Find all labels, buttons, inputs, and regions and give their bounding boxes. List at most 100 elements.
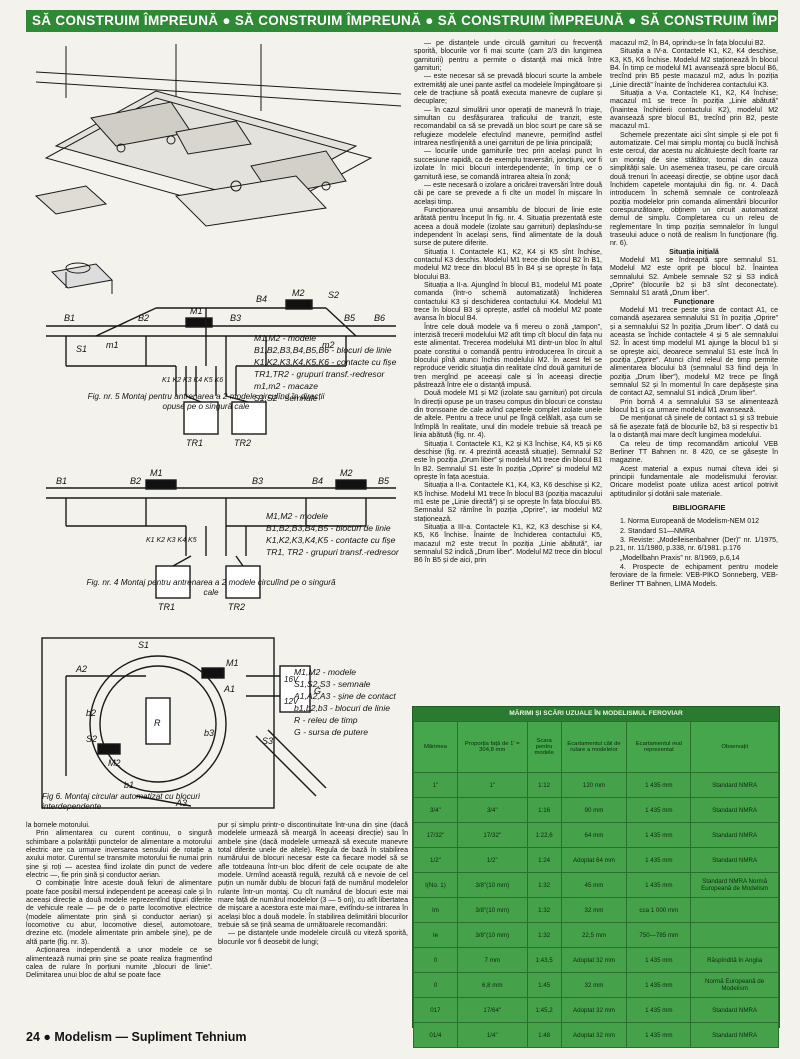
- table-cell: [690, 897, 779, 923]
- table-cell: 17/32": [456, 822, 528, 848]
- paragraph: la bornele motorului.: [26, 822, 90, 829]
- fig6-label-s2: S2: [86, 734, 97, 744]
- table-cell: 1/4": [456, 1022, 528, 1048]
- table-cell: 32 mm: [560, 972, 628, 998]
- paragraph: Situația a V-a. Contactele K1, K2, K4 în…: [610, 90, 778, 131]
- table-header-row: Mărimea Proporția față de 1' = 304,8 mm …: [413, 721, 779, 773]
- fig6-legend-item: R - releu de timp: [294, 715, 358, 725]
- subheading: Funcționare: [673, 298, 715, 306]
- fig5-label-mm2: m2: [322, 340, 335, 350]
- fig6-label-16v: 16V: [284, 675, 299, 684]
- paragraph: O combinație între aceste două feluri de…: [26, 880, 212, 946]
- paragraph: De menționat că șinele de contact s1 și …: [610, 415, 778, 440]
- fig6-label-a1: A1: [223, 684, 235, 694]
- fig6-label-a2: A2: [75, 664, 87, 674]
- catenary-illustration: [34, 44, 402, 294]
- bibliography-item: 4. Prospecte de echipament pentru modele…: [610, 563, 778, 588]
- table-cell: 1/2": [456, 847, 528, 873]
- fig6-label-m2: M2: [108, 758, 121, 768]
- bibliography-item: „Modellbahn Praxis” nr. 8/1969, p.6,14: [620, 554, 740, 562]
- fig6-label-m1: M1: [226, 658, 239, 668]
- paragraph: Situația a II-a. Ajungînd în blocul B1, …: [414, 281, 602, 323]
- table-cell: 1": [413, 772, 458, 798]
- banner-text: SĂ CONSTRUIM ÎMPREUNĂ ● SĂ CONSTRUIM ÎMP…: [32, 13, 778, 28]
- fig4-labels: B1 B2 B3 B4 B5 M1 M2 TR1 TR2 K1 K2 K3 K4…: [56, 468, 390, 612]
- table-cell: Adoptat 32 mm: [560, 1022, 628, 1048]
- table-cell: 1:32: [526, 872, 562, 898]
- table-cell: Normă Europeană de Modelism: [690, 972, 779, 998]
- table-cell: Standard NMRA: [690, 822, 779, 848]
- fig6-legend-item: A1,A2,A3 - șine de contact: [294, 691, 396, 701]
- fig4-caption: Fig. nr. 4 Montaj pentru antrenarea a 2 …: [86, 578, 336, 597]
- table-cell: 1": [456, 772, 528, 798]
- fig6-label-b1: b1: [124, 780, 134, 790]
- fig4-label-tr2: TR2: [228, 602, 245, 612]
- fig5-label-tr2: TR2: [234, 438, 251, 448]
- fig4-label-b3: B3: [252, 476, 263, 486]
- table-cell: 1:12: [526, 772, 562, 798]
- article-column-4: macazul m2, în B4, oprindu-se în fața bl…: [610, 40, 778, 590]
- fig5-legend-item: M1,M2 - modele: [254, 333, 317, 343]
- table-cell: 17/64": [456, 997, 528, 1023]
- table-cell: cca 1 000 mm: [626, 897, 692, 923]
- fig5-legend-item: m1,m2 - macaze: [254, 381, 318, 391]
- table-title: MĂRIMI ȘI SCĂRI UZUALE ÎN MODELISMUL FER…: [413, 707, 779, 721]
- table-cell: 1:24: [526, 847, 562, 873]
- table-cell: 1 435 mm: [626, 1022, 692, 1048]
- paragraph: Situația I. Contactele K1, K2, K4 și K5 …: [414, 248, 602, 281]
- paragraph: Situația I. Contactele K1, K2 și K3 înch…: [414, 440, 602, 481]
- table-cell: Adoptat 32 mm: [560, 947, 628, 973]
- table-cell: Ie: [413, 922, 458, 948]
- fig6-label-b2: b2: [86, 708, 96, 718]
- subheading: Situația inițială: [669, 248, 719, 256]
- table-cell: 1 435 mm: [626, 972, 692, 998]
- paragraph: Modelul M1 trece peste șina de contact A…: [610, 307, 778, 398]
- fig5-label-mm1: m1: [106, 340, 119, 350]
- paragraph: Modelul M1 se îndreaptă spre semnalul S1…: [610, 256, 778, 298]
- fig6-label-g: G: [314, 686, 321, 696]
- table-cell: 1 435 mm: [626, 947, 692, 973]
- fig6-label-12v: 12V: [284, 697, 299, 706]
- fig5-label-b5: B5: [344, 313, 356, 323]
- table-cell: 32 mm: [560, 897, 628, 923]
- fig4-label-m1: M1: [150, 468, 163, 478]
- table-cell: 3/4": [456, 797, 528, 823]
- paragraph: — este necesară o izolare a oricărei tra…: [414, 181, 602, 206]
- fig5-label-m1: M1: [190, 306, 203, 316]
- fig4-label-k: K1 K2 K3 K4 K5: [146, 537, 197, 544]
- scales-table-grid: Mărimea Proporția față de 1' = 304,8 mm …: [413, 721, 779, 1048]
- table-cell: 3/4": [413, 797, 458, 823]
- paragraph: Prin bornă 4 a semnalului S3 se alimente…: [610, 398, 778, 415]
- table-cell: 1 435 mm: [626, 797, 692, 823]
- table-cell: Adoptat 64 mm: [560, 847, 628, 873]
- table-cell: 64 mm: [560, 822, 628, 848]
- fig5-labels: B1 B2 B3 B4 B5 B6 M1 M2 m1 m2 S1 S2 TR1 …: [64, 288, 385, 448]
- table-cell: Standard NMRA: [690, 847, 779, 873]
- paragraph: Funcționarea unui ansamblu de blocuri de…: [414, 206, 602, 248]
- fig5-label-b6: B6: [374, 313, 385, 323]
- table-cell: Im: [413, 897, 458, 923]
- article-column-1: la bornele motorului. Prin alimentarea c…: [26, 822, 212, 981]
- bibliography-item: 1. Norma Europeană de Modelism-NEM 012: [620, 518, 760, 526]
- paragraph: — pe distanțele unde circulă garnituri c…: [414, 40, 602, 73]
- fig4-legend-item: B1,B2,B3,B4,B5 - blocuri de linie: [266, 523, 391, 533]
- table-cell: 1:16: [526, 797, 562, 823]
- table-cell: 1 435 mm: [626, 772, 692, 798]
- table-cell: I(No. 1): [413, 872, 458, 898]
- fig5-label-s1: S1: [76, 344, 87, 354]
- table-header: Proporția față de 1' = 304,8 mm: [456, 721, 528, 773]
- table-cell: Standard NMRA: [690, 997, 779, 1023]
- fig4-label-b1: B1: [56, 476, 67, 486]
- fig6-label-a3: A3: [175, 798, 187, 808]
- paragraph: — în cazul simulării unor operații de ma…: [414, 106, 602, 148]
- fig5-legend-item: K1,K2,K3,K4,K5,K6 - contacte cu fișe: [254, 357, 397, 367]
- page-footer: 24 ● Modelism — Supliment Tehnium: [26, 1030, 247, 1044]
- fig5-legend: M1,M2 - modele B1,B2,B3,B4,B5,B6 - blocu…: [254, 332, 412, 404]
- fig5-label-b4: B4: [256, 294, 267, 304]
